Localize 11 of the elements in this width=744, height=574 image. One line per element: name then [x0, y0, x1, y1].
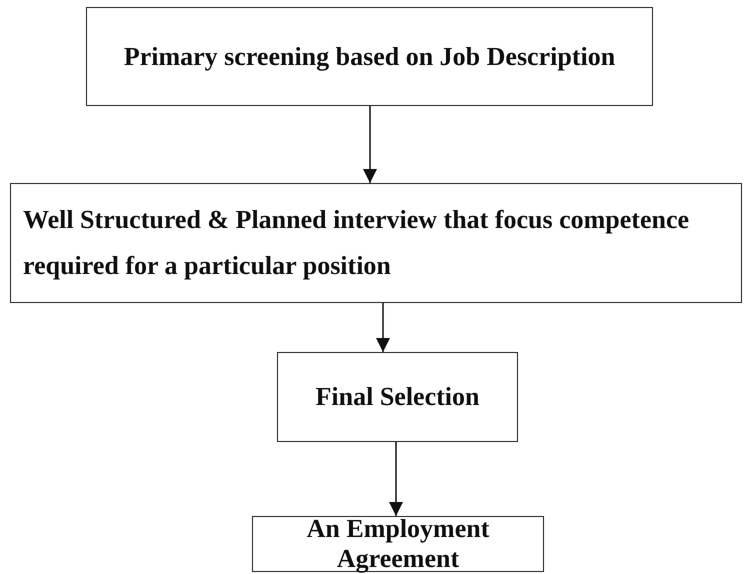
arrow	[389, 442, 403, 516]
process-box	[277, 352, 518, 442]
arrow	[363, 106, 377, 183]
arrow	[376, 303, 390, 352]
step-text: An Employment Agreement	[306, 514, 490, 574]
step-text: Well Structured & Planned interview that focus competence required for a particular position	[23, 204, 690, 282]
step-text: Primary screening based on Job Description	[124, 42, 616, 72]
process-box	[86, 7, 653, 106]
step-text: Final Selection	[316, 382, 480, 412]
process-box	[252, 516, 544, 572]
process-box	[10, 183, 742, 303]
